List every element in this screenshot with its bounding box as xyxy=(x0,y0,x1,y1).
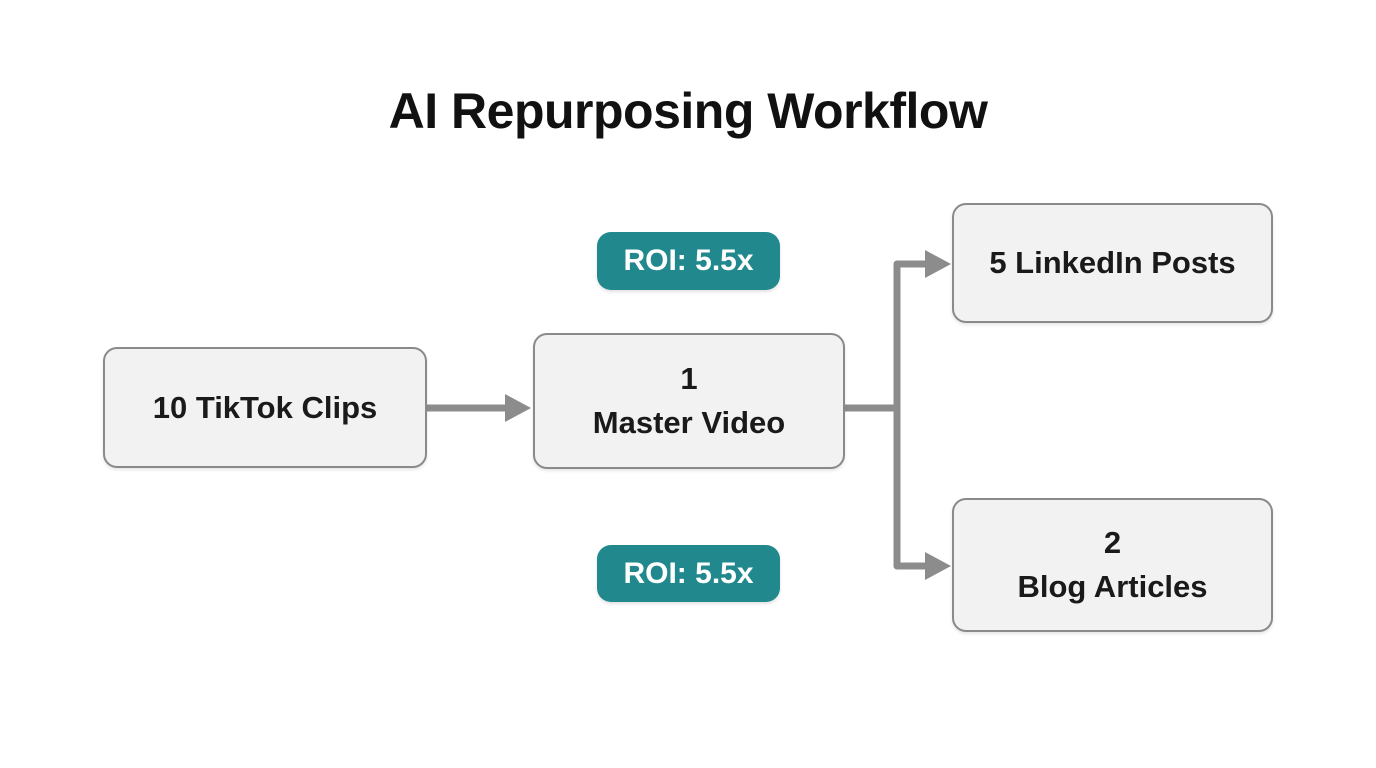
roi-badge-bottom-label: ROI: 5.5x xyxy=(623,556,754,590)
edge-master-to-blog xyxy=(893,408,926,570)
arrowhead-icon xyxy=(505,394,531,422)
node-master-video-label: Master Video xyxy=(592,405,786,440)
roi-badge-top-label: ROI: 5.5x xyxy=(623,244,754,277)
node-master-video-count: 1 xyxy=(680,361,698,396)
edge-master-to-linkedin xyxy=(845,260,926,412)
node-blog-articles: 2 Blog Articles xyxy=(952,498,1273,632)
node-blog-articles-count: 2 xyxy=(1103,525,1122,560)
node-blog-articles-label: Blog Articles xyxy=(1017,569,1208,604)
roi-badge-top: ROI: 5.5x xyxy=(597,232,780,290)
arrowhead-icon xyxy=(925,250,951,278)
roi-badge-bottom: ROI: 5.5x xyxy=(597,545,780,602)
arrowhead-icon xyxy=(925,552,951,580)
node-linkedin-posts: 5 LinkedIn Posts xyxy=(952,203,1273,323)
node-master-video: 1 Master Video xyxy=(533,333,845,469)
node-tiktok-clips: 10 TikTok Clips xyxy=(103,347,427,468)
node-tiktok-clips-label: 10 TikTok Clips xyxy=(152,389,378,425)
diagram-title: AI Repurposing Workflow xyxy=(388,83,988,139)
node-linkedin-posts-label: 5 LinkedIn Posts xyxy=(989,245,1236,280)
